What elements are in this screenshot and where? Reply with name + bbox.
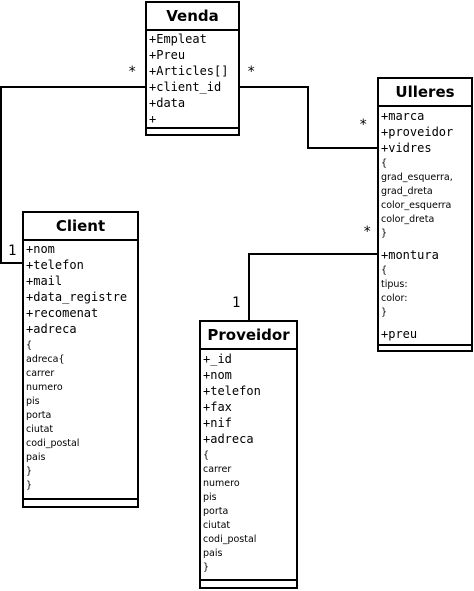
ulleres-vidres-detail: { — [381, 158, 388, 169]
ulleres-preu: +preu — [381, 327, 418, 341]
client-attr: +recomenat — [26, 306, 99, 320]
proveidor-detail: ciutat — [203, 520, 231, 531]
proveidor-detail: } — [203, 562, 210, 573]
ulleres-montura-detail: } — [381, 307, 388, 318]
class-ulleres[interactable]: Ulleres +marca +proveidor +vidres { grad… — [377, 77, 473, 352]
ulleres-vidres-detail: color_dreta — [381, 214, 435, 225]
proveidor-detail: pais — [203, 548, 223, 559]
proveidor-attr: +_id — [203, 352, 232, 366]
ulleres-montura: +montura — [381, 248, 439, 262]
ulleres-attr: +marca — [381, 109, 425, 123]
ulleres-attr: +proveidor — [381, 125, 454, 139]
client-detail: codi_postal — [26, 438, 80, 449]
venda-attr: +client_id — [149, 80, 222, 94]
class-proveidor-separator — [201, 579, 296, 581]
proveidor-attr: +nif — [203, 416, 232, 430]
ulleres-attr: +vidres — [381, 141, 432, 155]
class-venda-separator — [147, 127, 238, 129]
client-detail: pais — [26, 452, 46, 463]
class-client[interactable]: Client +nom +telefon +mail +data_registr… — [22, 211, 139, 508]
edge-venda-client — [0, 86, 145, 264]
client-detail: { — [26, 340, 33, 351]
multiplicity-ulleres-proveidor-ulleres-end: * — [363, 224, 372, 240]
client-detail: } — [26, 480, 33, 491]
multiplicity-venda-ulleres-venda-end: * — [247, 64, 256, 80]
venda-attr: +Articles[] — [149, 64, 229, 78]
proveidor-attr: +fax — [203, 400, 232, 414]
class-ulleres-separator — [379, 344, 471, 346]
proveidor-detail: { — [203, 450, 210, 461]
class-ulleres-separator — [379, 105, 471, 107]
client-detail: carrer — [26, 368, 55, 379]
client-detail: } — [26, 466, 33, 477]
proveidor-detail: porta — [203, 506, 229, 517]
class-venda[interactable]: Venda +Empleat +Preu +Articles[] +client… — [145, 1, 240, 136]
proveidor-detail: codi_postal — [203, 534, 257, 545]
edge-ulleres-proveidor — [248, 253, 377, 320]
client-detail: adreca{ — [26, 354, 65, 365]
edge-venda-ulleres — [239, 86, 377, 149]
class-venda-title: Venda — [166, 7, 219, 25]
class-venda-separator — [147, 29, 238, 31]
client-attr: +mail — [26, 274, 63, 288]
multiplicity-venda-ulleres-ulleres-end: * — [359, 117, 368, 133]
ulleres-montura-detail: { — [381, 265, 388, 276]
client-detail: ciutat — [26, 424, 54, 435]
venda-attr: +data — [149, 96, 186, 110]
proveidor-detail: numero — [203, 478, 240, 489]
class-proveidor[interactable]: Proveidor +_id +nom +telefon +fax +nif +… — [199, 320, 298, 589]
multiplicity-ulleres-proveidor-proveidor-end: 1 — [232, 295, 241, 311]
multiplicity-venda-client-client-end: 1 — [8, 243, 17, 259]
venda-attr: + — [149, 112, 157, 126]
class-client-separator — [24, 239, 137, 241]
ulleres-vidres-detail: color_esquerra — [381, 200, 452, 211]
proveidor-attr: +adreca — [203, 432, 254, 446]
proveidor-attr: +telefon — [203, 384, 261, 398]
ulleres-vidres-detail: grad_dreta — [381, 186, 433, 197]
class-proveidor-title: Proveidor — [207, 326, 290, 344]
proveidor-attr: +nom — [203, 368, 232, 382]
class-proveidor-separator — [201, 348, 296, 350]
client-detail: numero — [26, 382, 63, 393]
ulleres-montura-detail: tipus: — [381, 279, 408, 290]
ulleres-montura-detail: color: — [381, 293, 408, 304]
client-detail: pis — [26, 396, 40, 407]
multiplicity-venda-client-venda-end: * — [128, 64, 137, 80]
class-ulleres-title: Ulleres — [395, 83, 455, 101]
venda-attr: +Empleat — [149, 32, 207, 46]
class-client-separator — [24, 498, 137, 500]
client-attr: +adreca — [26, 322, 77, 336]
ulleres-vidres-detail: } — [381, 228, 388, 239]
class-client-title: Client — [55, 217, 106, 235]
client-attr: +nom — [26, 242, 55, 256]
client-detail: porta — [26, 410, 52, 421]
ulleres-vidres-detail: grad_esquerra, — [381, 172, 453, 183]
proveidor-detail: pis — [203, 492, 217, 503]
proveidor-detail: carrer — [203, 464, 232, 475]
venda-attr: +Preu — [149, 48, 186, 62]
client-attr: +data_registre — [26, 290, 128, 304]
client-attr: +telefon — [26, 258, 84, 272]
